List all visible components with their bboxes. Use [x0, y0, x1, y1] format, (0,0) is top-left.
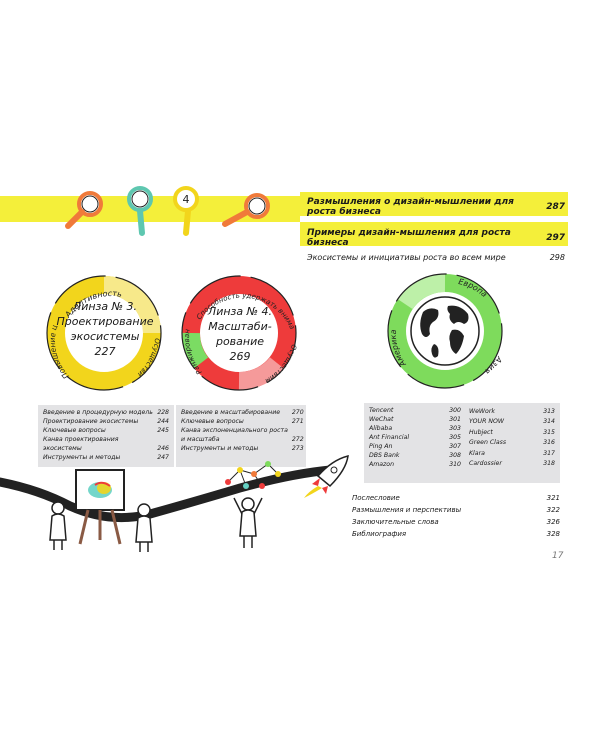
toc-entry[interactable]: Канва экспоненциального роста — [181, 427, 288, 434]
toc-link-label: Примеры дизайн-мышления для роста бизнес… — [307, 228, 511, 248]
network-icon — [225, 461, 281, 489]
magnifier-yellow-icon: 4 — [173, 186, 199, 236]
toc-link-page: 297 — [546, 233, 565, 243]
lens4-ring: Способность удержать внимание Осуществим… — [170, 262, 298, 391]
toc-link-page: 298 — [549, 253, 565, 262]
magnifier-teal-icon — [127, 186, 153, 236]
toc-entry[interactable]: Канва проектирования — [43, 436, 119, 443]
toc-link-label: Экосистемы и инициативы роста во всем ми… — [307, 253, 506, 262]
magnifier-orange-icon — [65, 191, 103, 229]
title-line: рование — [215, 335, 265, 348]
title-line: экосистемы — [70, 330, 140, 343]
title-line: 227 — [94, 345, 116, 358]
easel-icon — [75, 469, 125, 545]
svg-text:4: 4 — [183, 193, 190, 206]
title-line: Масштаби- — [208, 320, 272, 333]
person-icon — [49, 501, 67, 550]
toc-link-label: Размышления о дизайн-мышлении для роста … — [307, 197, 514, 217]
highlight-band — [300, 192, 568, 216]
globe-ring: Европа Азия Америка — [387, 273, 504, 389]
toc-link-row[interactable]: Примеры дизайн-мышления для роста бизнес… — [307, 228, 565, 248]
magnifier-orange-icon — [222, 193, 270, 227]
page-number: 17 — [552, 551, 564, 561]
person-icon — [135, 503, 153, 552]
lens3-title[interactable]: Линза № 3. Проектирование экосистемы 227 — [56, 299, 154, 359]
lens4-title[interactable]: Линза № 4. Масштаби- рование 269 — [194, 304, 286, 364]
highlight-band — [300, 222, 568, 246]
globe-icon — [410, 296, 480, 366]
lens3-ring: Адаптивность Осуществимость Повышение це… — [34, 261, 162, 391]
title-line: Линза № 4. — [207, 305, 273, 318]
bottom-illustration — [0, 455, 349, 552]
title-line: 269 — [229, 350, 251, 363]
title-line: Проектирование — [56, 315, 154, 328]
rocket-icon — [304, 455, 349, 498]
toc-link-row[interactable]: Размышления о дизайн-мышлении для роста … — [307, 197, 565, 217]
toc-link-page: 287 — [546, 202, 565, 212]
toc-link-row[interactable]: Экосистемы и инициативы роста во всем ми… — [307, 253, 565, 262]
title-line: Линза № 3. — [72, 300, 138, 313]
person-icon — [233, 497, 263, 548]
